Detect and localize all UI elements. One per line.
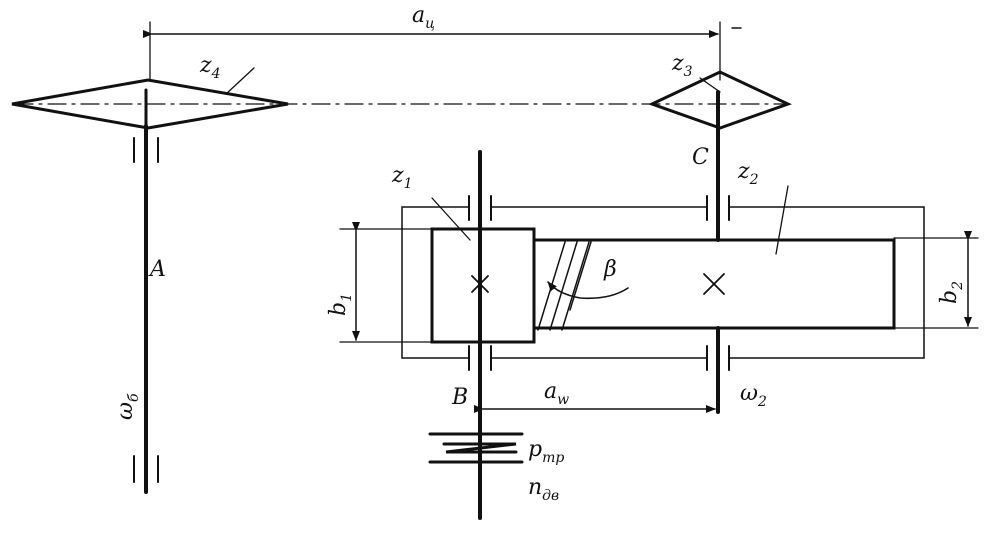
label-n-dv: nдв — [528, 475, 559, 504]
helical-teeth — [537, 241, 592, 331]
label-b2: b2 — [937, 281, 966, 304]
gearbox-housing — [401, 206, 925, 359]
label-a: A — [148, 257, 166, 282]
shaft-a — [133, 124, 159, 494]
label-c: C — [692, 145, 709, 170]
label-z2: z2 — [737, 159, 759, 188]
gear-z1 — [430, 197, 536, 344]
dimension-b2 — [893, 231, 979, 329]
label-z3: z3 — [671, 51, 693, 80]
label-b: B — [451, 385, 468, 410]
label-p-tr: pтр — [528, 437, 564, 466]
helix-angle-arc — [547, 281, 629, 300]
gear-z2 — [532, 185, 896, 330]
dimension-b1 — [339, 222, 433, 343]
label-omega-b: ωб — [113, 393, 142, 420]
shaft-c — [706, 90, 730, 414]
label-beta: β — [603, 257, 617, 282]
label-z1: z1 — [391, 163, 413, 192]
label-a-w: aw — [544, 379, 569, 408]
sprocket-z3 — [648, 70, 792, 130]
label-z4: z4 — [199, 53, 221, 82]
dimension-a-c — [143, 21, 742, 81]
coupling-symbol — [428, 432, 524, 464]
sprocket-z4 — [11, 67, 289, 130]
label-omega-2: ω2 — [740, 381, 767, 410]
label-a-c: aц — [412, 3, 435, 32]
label-b1: b1 — [326, 293, 355, 316]
